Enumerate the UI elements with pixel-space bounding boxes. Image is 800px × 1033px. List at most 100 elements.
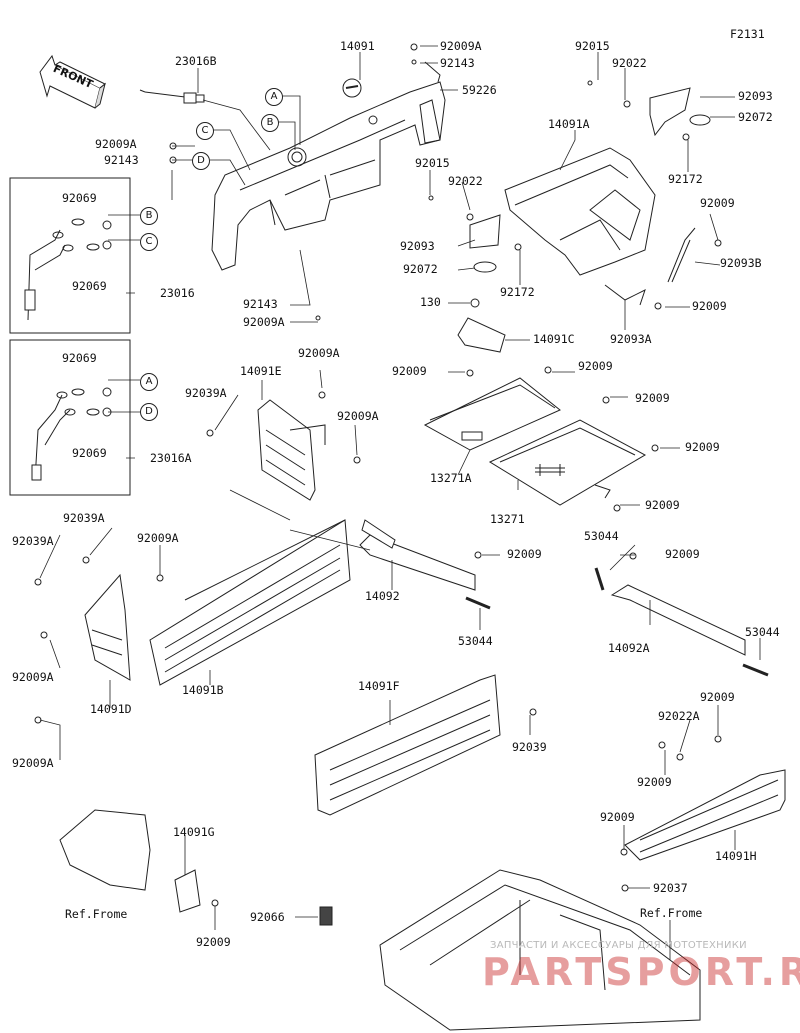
bar-14092A — [610, 584, 746, 656]
watermark-logo: PARTSPORT.RU — [482, 950, 800, 994]
front-arrow-label: FRONT — [51, 62, 95, 91]
callout-c-inset: C — [140, 233, 158, 251]
leader-lines — [39, 45, 761, 960]
label-92022-center: 92022 — [448, 174, 483, 188]
label-92069-3: 92069 — [62, 351, 97, 365]
label-ref-frame-1: Ref.Frome — [65, 907, 128, 921]
label-92022A: 92022A — [658, 709, 700, 723]
label-92015-right: 92015 — [575, 39, 610, 53]
callout-a-inset: A — [140, 373, 158, 391]
label-14091D: 14091D — [90, 702, 132, 716]
label-92069-1: 92069 — [62, 191, 97, 205]
label-92009-14092: 92009 — [507, 547, 542, 561]
label-92069-2: 92069 — [72, 279, 107, 293]
label-92093A: 92093A — [610, 332, 652, 346]
label-13271A: 13271A — [430, 471, 472, 485]
callout-d-main: D — [192, 152, 210, 170]
label-92009-h1: 92009 — [700, 690, 735, 704]
plate-14091C — [457, 317, 506, 353]
label-92022-right: 92022 — [612, 56, 647, 70]
label-14091: 14091 — [340, 39, 375, 53]
hose-set-23016 — [24, 218, 112, 321]
label-14091C: 14091C — [533, 332, 575, 346]
label-92009-h3: 92009 — [600, 810, 635, 824]
bracket-14091G — [59, 809, 201, 913]
label-13271: 13271 — [490, 512, 525, 526]
label-92009-r2: 92009 — [692, 299, 727, 313]
clip-92066 — [319, 906, 333, 926]
tray-14091A — [469, 87, 711, 306]
label-92143-left: 92143 — [104, 153, 139, 167]
frame — [379, 869, 701, 1031]
label-23016B: 23016B — [175, 54, 217, 68]
label-92009-c1: 92009 — [392, 364, 427, 378]
label-92072-right: 92072 — [738, 110, 773, 124]
label-92009-c3: 92009 — [635, 391, 670, 405]
pin-53044-c — [742, 663, 769, 677]
panel-14091B — [149, 519, 351, 686]
label-14091G: 14091G — [173, 825, 215, 839]
label-92009-c4: 92009 — [685, 440, 720, 454]
hose-set-23016A — [31, 387, 112, 481]
label-92039A-d2: 92039A — [63, 511, 105, 525]
label-14091H: 14091H — [715, 849, 757, 863]
label-92066: 92066 — [250, 910, 285, 924]
label-92143-mid: 92143 — [243, 297, 278, 311]
label-92093-right: 92093 — [738, 89, 773, 103]
diagram-code: F2131 — [730, 27, 765, 41]
label-92009-g: 92009 — [196, 935, 231, 949]
front-arrow: FRONT — [38, 58, 108, 98]
label-92009A-top: 92009A — [440, 39, 482, 53]
callout-a-main: A — [265, 88, 283, 106]
label-59226: 59226 — [462, 83, 497, 97]
label-14092A: 14092A — [608, 641, 650, 655]
label-92009A-b: 92009A — [137, 531, 179, 545]
floor-panel-13271A — [423, 377, 561, 451]
label-92015-center: 92015 — [415, 156, 450, 170]
label-92009-14092A: 92009 — [665, 547, 700, 561]
label-92009A-e2: 92009A — [337, 409, 379, 423]
label-92093-center: 92093 — [400, 239, 435, 253]
label-14091F: 14091F — [358, 679, 400, 693]
label-14091A: 14091A — [548, 117, 590, 131]
inset-box-23016 — [9, 177, 131, 334]
callout-b-main: B — [261, 114, 279, 132]
label-23016A: 23016A — [150, 451, 192, 465]
label-92009A-d1: 92009A — [12, 670, 54, 684]
label-14092: 14092 — [365, 589, 400, 603]
watermark-tagline: ЗАПЧАСТИ И АКСЕССУАРЫ ДЛЯ МОТОТЕХНИКИ — [490, 940, 747, 951]
label-92039A-e: 92039A — [185, 386, 227, 400]
pin-53044-b — [594, 567, 605, 591]
label-14091E: 14091E — [240, 364, 282, 378]
label-92009A-left: 92009A — [95, 137, 137, 151]
dash-panel-14091 — [211, 61, 446, 271]
label-92072-center: 92072 — [403, 262, 438, 276]
label-92009A-e1: 92009A — [298, 346, 340, 360]
callout-d-inset: D — [140, 403, 158, 421]
label-92009-r1: 92009 — [700, 196, 735, 210]
cable-23016B — [139, 89, 205, 104]
label-14091B: 14091B — [182, 683, 224, 697]
label-92143-top: 92143 — [440, 56, 475, 70]
label-92172-right: 92172 — [668, 172, 703, 186]
label-92172-center: 92172 — [500, 285, 535, 299]
panel-14091D — [84, 573, 131, 681]
label-53044-c: 53044 — [745, 625, 780, 639]
label-53044-b: 53044 — [584, 529, 619, 543]
label-92009-h2: 92009 — [637, 775, 672, 789]
floor-panel-13271 — [488, 419, 647, 506]
label-ref-frame-2: Ref.Frome — [640, 906, 703, 920]
inset-box-23016A — [9, 339, 131, 496]
bar-14092 — [359, 519, 476, 591]
callout-b-inset: B — [140, 207, 158, 225]
label-92039: 92039 — [512, 740, 547, 754]
label-92093B: 92093B — [720, 256, 762, 270]
label-92009-c2: 92009 — [578, 359, 613, 373]
label-92009A-mid: 92009A — [243, 315, 285, 329]
label-92039A-d1: 92039A — [12, 534, 54, 548]
label-53044-a: 53044 — [458, 634, 493, 648]
label-92009-c5: 92009 — [645, 498, 680, 512]
label-92009A-d2: 92009A — [12, 756, 54, 770]
panel-14091F — [314, 674, 501, 816]
label-130: 130 — [420, 295, 441, 309]
